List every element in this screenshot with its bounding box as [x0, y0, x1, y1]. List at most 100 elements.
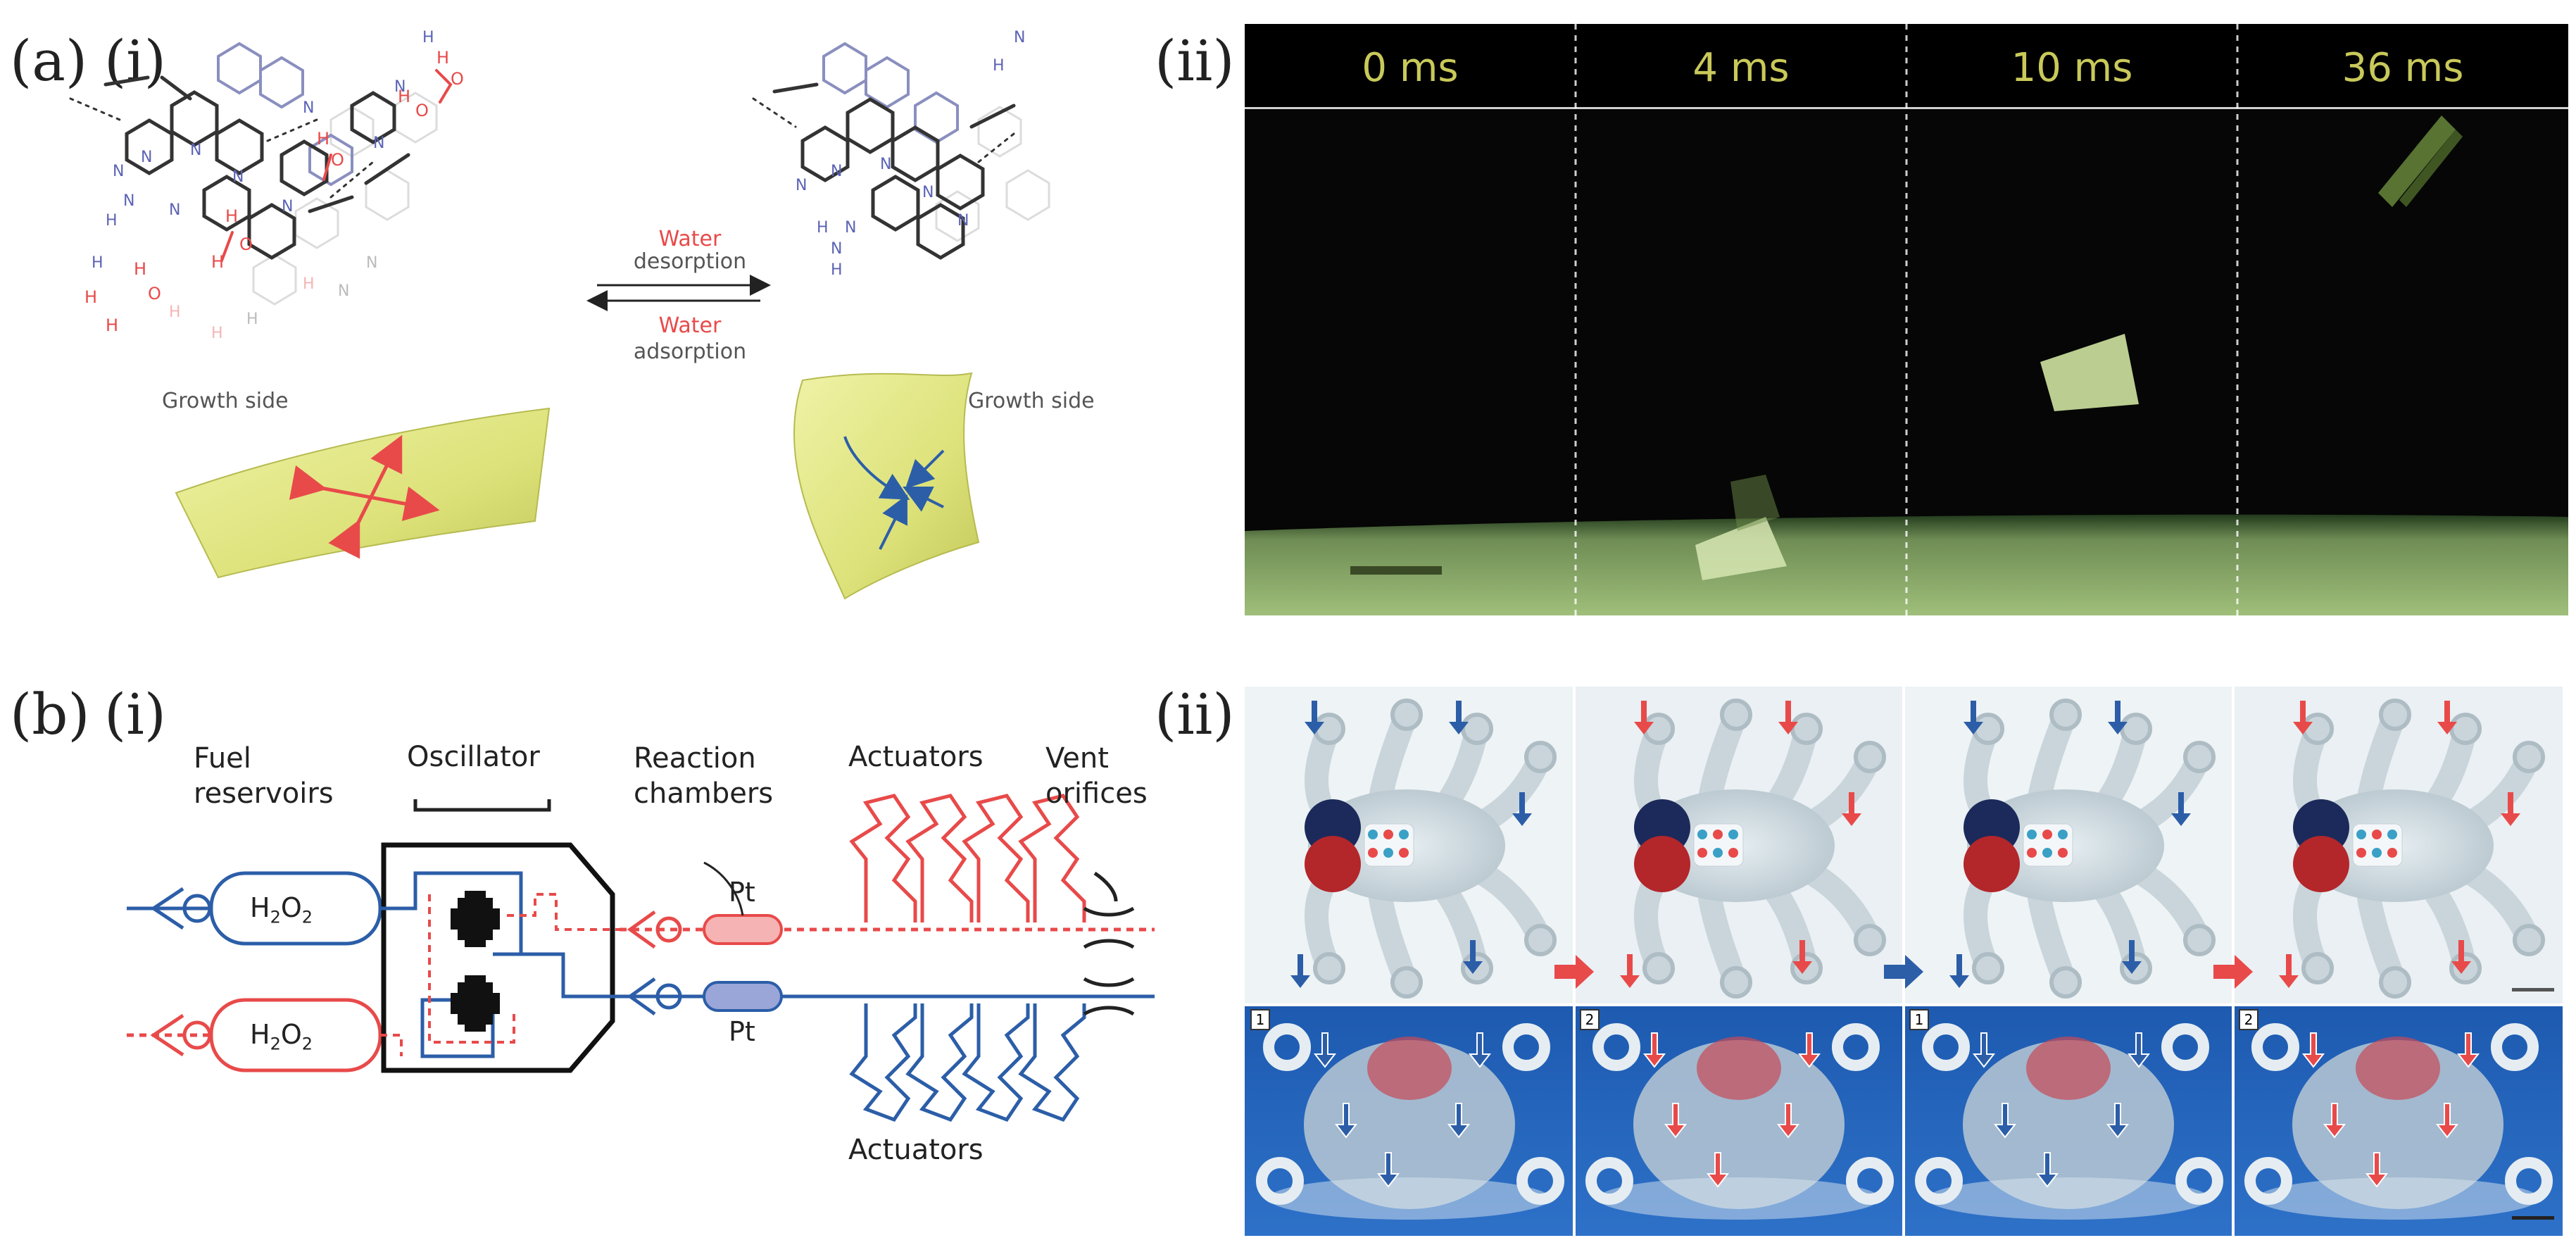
- side-arm-curl: [2251, 1023, 2299, 1071]
- oscillator-label: Oscillator: [407, 741, 540, 773]
- side-pressure-arrow: [1797, 1032, 1821, 1068]
- formula-sub: 2: [301, 907, 313, 927]
- formula-h: H: [250, 892, 270, 923]
- svg-text:H: H: [84, 287, 97, 307]
- vent-orifices: [1083, 871, 1135, 1016]
- actuators-blue: [849, 1003, 1086, 1122]
- oscillator-channel-blue: [380, 871, 620, 999]
- side-arm-curl: [1832, 1023, 1880, 1071]
- chip-dot: [1399, 848, 1409, 858]
- transition-arrow: [1884, 955, 1923, 989]
- grid-separators: [1245, 687, 2563, 1236]
- film-high-edge: [2399, 130, 2463, 207]
- side-pressure-arrow: [1447, 1103, 1471, 1139]
- octobot-side-base: [2257, 1177, 2539, 1220]
- svg-text:H: H: [422, 29, 434, 46]
- chip-dot: [2372, 830, 2382, 839]
- oscillator-housing: [381, 842, 615, 1073]
- svg-text:H: H: [134, 259, 146, 279]
- transition-arrow: [2213, 955, 2253, 989]
- octobot-side-base: [1269, 1177, 1550, 1220]
- side-pressure-arrow: [1334, 1103, 1358, 1139]
- arm-tip: [1390, 699, 1423, 731]
- side-arm-curl: [1922, 1023, 1970, 1071]
- vent-orifices-label: Vent orifices: [1045, 741, 1148, 811]
- side-arm-curl: [1592, 1023, 1640, 1071]
- film-airborne: [2040, 334, 2139, 411]
- oscillator-channel-blue-2: [420, 998, 495, 1058]
- svg-text:N: N: [831, 163, 842, 180]
- arm-tip: [1720, 966, 1752, 999]
- octobot-frames: 1 2 1 2: [1245, 687, 2563, 1236]
- film-curved: [793, 372, 980, 600]
- pressure-arrow: [2279, 954, 2299, 988]
- svg-text:N: N: [796, 177, 807, 194]
- fuel-dot-red: [1305, 836, 1361, 892]
- arm-tip: [2513, 924, 2545, 956]
- pressure-arrow: [1949, 954, 1969, 988]
- arm-tip: [2379, 966, 2411, 999]
- frame-dividers: [1574, 24, 2239, 615]
- svg-text:N: N: [123, 192, 134, 210]
- fuel-dot-red: [1634, 836, 1690, 892]
- frame-number-badge: 1: [1250, 1009, 1270, 1030]
- pressure-arrow: [1449, 701, 1469, 734]
- svg-text:H: H: [211, 325, 223, 342]
- frame-time-label: 4 ms: [1692, 45, 1790, 91]
- reaction-chamber-blue: [703, 981, 783, 1012]
- octobot-top: [1620, 699, 1923, 999]
- svg-text:H: H: [92, 254, 103, 272]
- svg-text:H: H: [817, 219, 829, 237]
- scale-bar: [2512, 1216, 2554, 1220]
- actuators-bottom-label: Actuators: [848, 1134, 984, 1166]
- side-pressure-arrow: [2301, 1032, 2325, 1068]
- side-arm-curl: [2244, 1157, 2292, 1205]
- pressure-arrow: [1620, 954, 1640, 988]
- chip-dot: [2372, 848, 2382, 858]
- pressure-arrow: [1634, 701, 1654, 734]
- formula-sub: 2: [270, 907, 281, 927]
- pressure-arrow: [2171, 792, 2191, 826]
- svg-text:N: N: [366, 254, 377, 272]
- pressure-arrow: [1290, 954, 1310, 988]
- svg-text:N: N: [1014, 29, 1025, 46]
- side-arm-curl: [1585, 1157, 1633, 1205]
- growth-side-label-right: Growth side: [968, 389, 1095, 413]
- frame-time-label: 10 ms: [2011, 45, 2133, 91]
- arm-tip: [1720, 699, 1752, 731]
- chip-dot: [2356, 848, 2366, 858]
- side-pressure-arrow: [2323, 1103, 2346, 1139]
- chip-dot: [2058, 830, 2068, 839]
- octobot-side-base: [1928, 1177, 2209, 1220]
- side-arm-curl: [1263, 1023, 1311, 1071]
- svg-text:H: H: [211, 252, 224, 272]
- pressure-arrow: [1778, 701, 1798, 734]
- pressure-arrow: [1463, 940, 1483, 974]
- arm-tip: [2049, 699, 2082, 731]
- side-pressure-arrow: [2435, 1103, 2459, 1139]
- svg-text:H: H: [106, 212, 118, 230]
- frame-number-badge: 1: [1909, 1009, 1929, 1030]
- side-pressure-arrow: [1664, 1103, 1688, 1139]
- formula-o: O: [280, 1019, 302, 1050]
- svg-text:N: N: [922, 184, 934, 201]
- svg-text:N: N: [338, 282, 349, 300]
- svg-text:H: H: [106, 315, 118, 335]
- frame-number-badge: 2: [1580, 1009, 1600, 1030]
- catalyst-label-bottom: Pt: [729, 1016, 755, 1047]
- scale-bars: [2512, 988, 2554, 991]
- scale-bar: [2512, 988, 2554, 991]
- water-equilibrium-arrows: [586, 275, 771, 311]
- side-arm-curl: [1502, 1023, 1550, 1071]
- octobot-side-base: [1598, 1177, 1880, 1220]
- pressure-arrow: [1512, 792, 1532, 826]
- arm-tip: [2301, 952, 2334, 984]
- svg-text:O: O: [415, 101, 429, 120]
- pressure-arrow: [1842, 792, 1861, 826]
- svg-text:H: H: [831, 261, 843, 279]
- octobot-side-body: [1633, 1040, 1845, 1209]
- film-flat: [175, 407, 551, 579]
- svg-text:N: N: [831, 240, 842, 258]
- pressure-arrow: [1792, 940, 1812, 974]
